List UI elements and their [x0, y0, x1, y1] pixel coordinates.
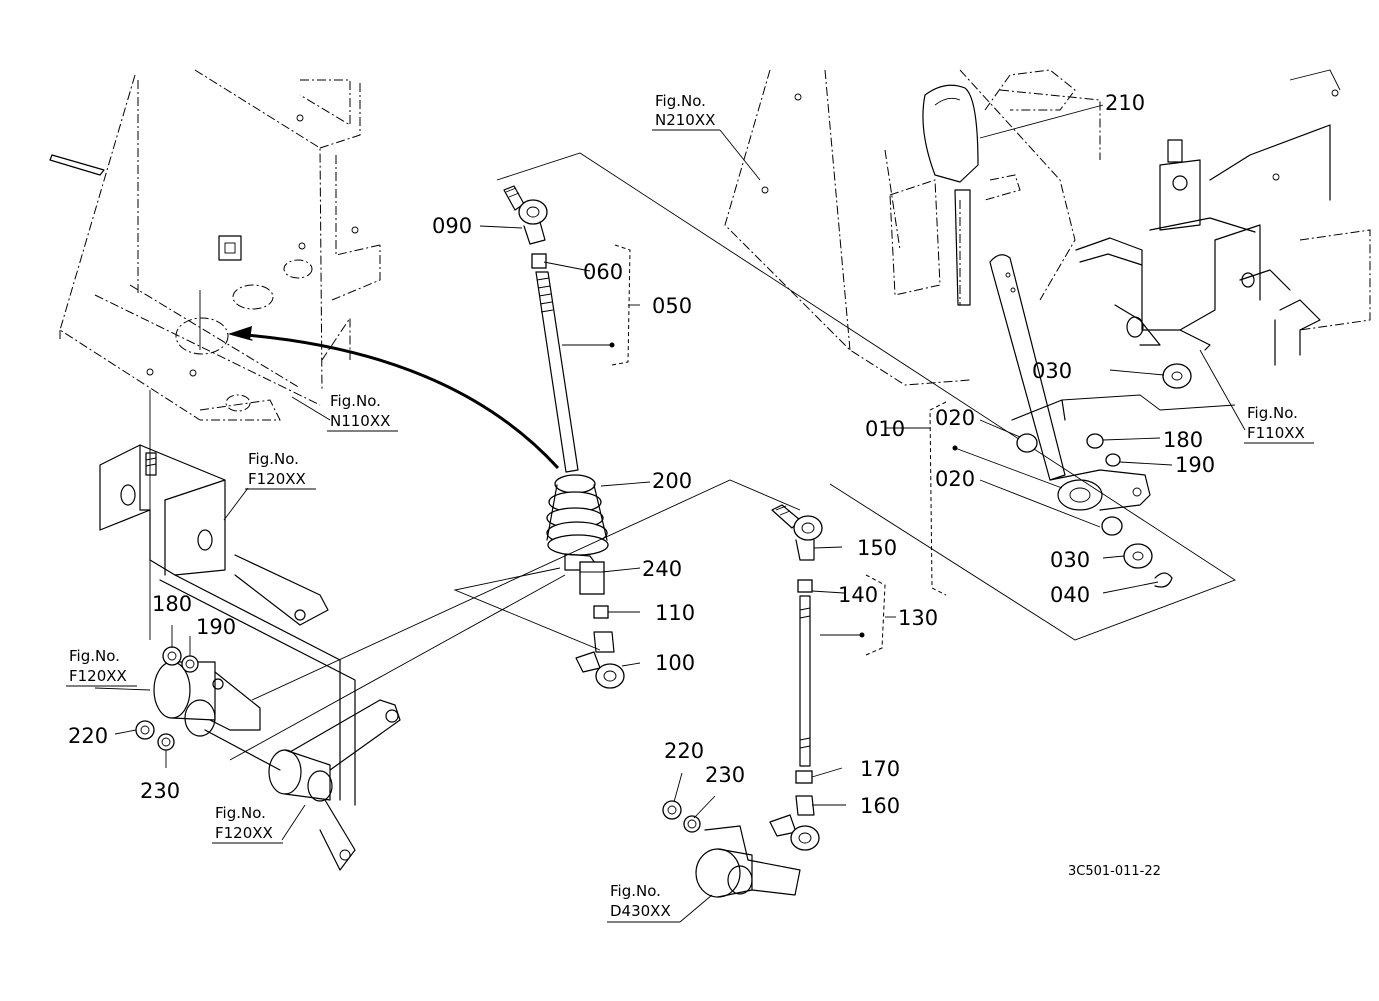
fig-label-f120-top: Fig.No. — [248, 450, 299, 468]
label-030-bottom: 030 — [1050, 548, 1090, 572]
console-body — [724, 69, 1236, 588]
label-030-top: 030 — [1032, 359, 1072, 383]
label-150: 150 — [857, 536, 897, 560]
label-090: 090 — [432, 214, 472, 238]
isolator-rod-assembly — [503, 185, 625, 689]
group-010-bracket — [929, 401, 947, 596]
fig-label-n210: Fig.No. — [655, 92, 706, 110]
fig-ref-n210: N210XX — [655, 111, 715, 129]
fig-label-f120-bottom: Fig.No. — [215, 804, 266, 822]
label-010: 010 — [865, 417, 905, 441]
label-170: 170 — [860, 757, 900, 781]
fig-ref-f110: F110XX — [1247, 424, 1305, 442]
fig-label-f120-left: Fig.No. — [69, 647, 120, 665]
left-bracket-assembly — [99, 390, 401, 871]
label-060: 060 — [583, 260, 623, 284]
leader-lines — [94, 104, 1246, 923]
fig-ref-f120-left: F120XX — [69, 667, 127, 685]
fig-ref-f120-bottom: F120XX — [215, 824, 273, 842]
label-110: 110 — [655, 601, 695, 625]
label-020-bottom: 020 — [935, 467, 975, 491]
label-240: 240 — [642, 557, 682, 581]
label-210: 210 — [1105, 91, 1145, 115]
group-050-bracket — [611, 244, 631, 366]
fig-ref-f120-top: F120XX — [248, 470, 306, 488]
label-230-left: 230 — [140, 779, 180, 803]
right-bracket — [1075, 69, 1371, 366]
chassis-body — [49, 69, 381, 421]
fig-ref-d430: D430XX — [610, 902, 671, 920]
label-220-left: 220 — [68, 724, 108, 748]
label-200: 200 — [652, 469, 692, 493]
label-020-top: 020 — [935, 406, 975, 430]
label-040: 040 — [1050, 583, 1090, 607]
label-160: 160 — [860, 794, 900, 818]
label-230-right: 230 — [705, 763, 745, 787]
rod-130-assembly — [662, 504, 823, 898]
fig-label-n110: Fig.No. — [330, 392, 381, 410]
label-220-right: 220 — [664, 739, 704, 763]
link-outlines — [229, 152, 1236, 761]
label-050: 050 — [652, 294, 692, 318]
figure-references: Fig.No. N210XX Fig.No. N110XX Fig.No. F1… — [66, 92, 1314, 923]
group-130-bracket — [865, 574, 886, 656]
label-190-right: 190 — [1175, 453, 1215, 477]
label-190-left: 190 — [196, 615, 236, 639]
fig-label-d430: Fig.No. — [610, 882, 661, 900]
label-180-right: 180 — [1163, 428, 1203, 452]
label-130: 130 — [898, 606, 938, 630]
label-140: 140 — [838, 583, 878, 607]
fig-ref-n110: N110XX — [330, 412, 390, 430]
drawing-code: 3C501-011-22 — [1068, 864, 1161, 879]
label-100: 100 — [655, 651, 695, 675]
label-180-left: 180 — [152, 592, 192, 616]
fig-label-f110: Fig.No. — [1247, 404, 1298, 422]
arrow-head-icon — [228, 326, 252, 340]
part-labels: 090 060 050 200 240 110 100 150 140 130 … — [68, 91, 1215, 818]
assembly-arrow — [233, 332, 560, 470]
